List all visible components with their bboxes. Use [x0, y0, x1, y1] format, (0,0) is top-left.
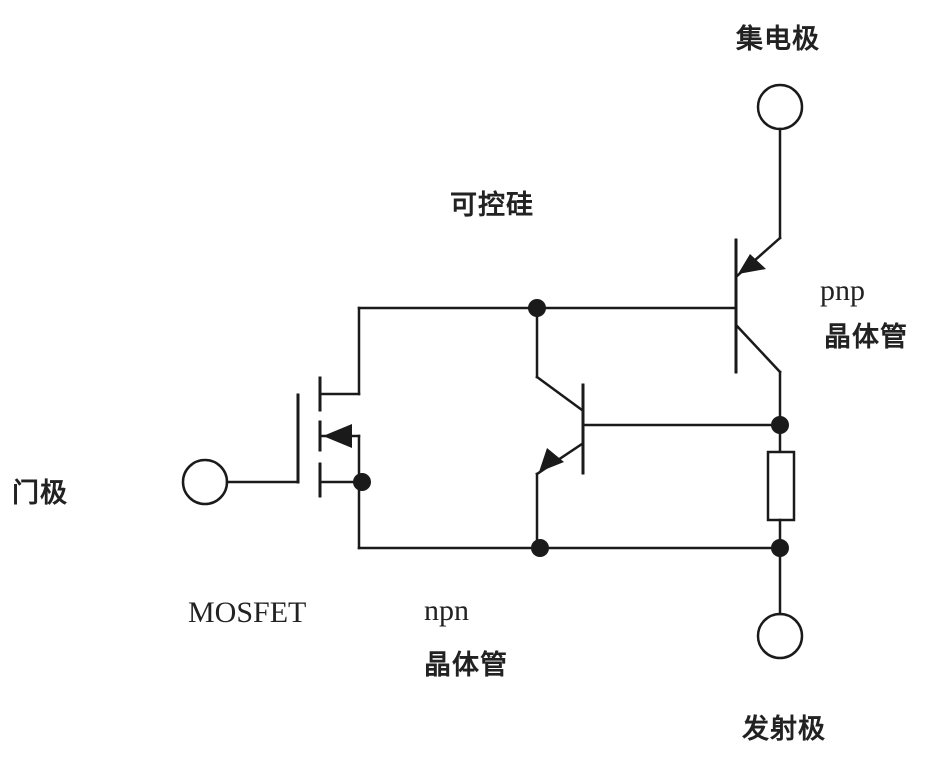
junction-dot-bottom-left	[531, 539, 549, 557]
collector-terminal	[756, 83, 804, 131]
pnp-emitter-arrow	[738, 254, 766, 274]
emitter-terminal	[756, 612, 804, 660]
mosfet	[181, 306, 361, 550]
emitter-label: 发射极	[742, 714, 826, 745]
gate-label: 门极	[12, 478, 68, 509]
pnp-transistor-label: 晶体管	[824, 322, 908, 353]
npn-collector-leg	[535, 375, 584, 412]
pnp-label: pnp	[820, 274, 865, 307]
collector-label: 集电极	[736, 24, 820, 55]
junction-dot-base	[771, 416, 789, 434]
npn-transistor	[535, 306, 585, 550]
npn-emitter-arrow	[539, 448, 564, 472]
npn-label: npn	[424, 594, 469, 627]
pnp-transistor	[734, 236, 782, 374]
mosfet-body-arrow	[323, 424, 352, 448]
junction-dot-source	[353, 473, 371, 491]
pnp-collector-leg	[735, 324, 782, 374]
thyristor-label: 可控硅	[450, 190, 534, 221]
resistor	[766, 450, 796, 522]
npn-transistor-label: 晶体管	[424, 650, 508, 681]
mosfet-label: MOSFET	[188, 596, 307, 629]
gate-terminal	[181, 458, 229, 506]
junction-dot-top	[528, 299, 546, 317]
junction-dot-bottom-right	[771, 539, 789, 557]
